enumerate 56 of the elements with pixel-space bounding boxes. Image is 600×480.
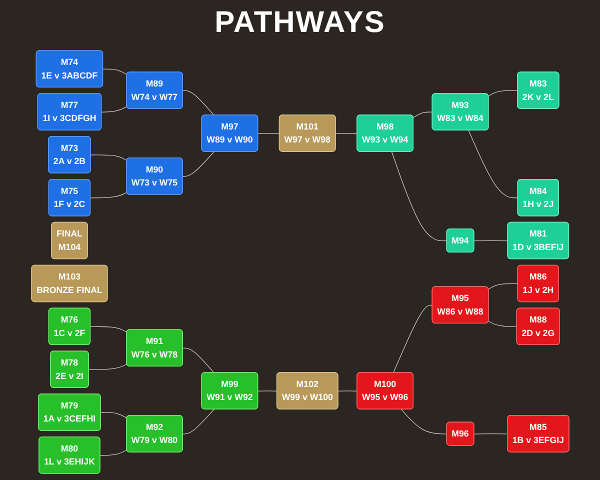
match-box: M88 2D v 2G (516, 308, 560, 345)
bracket-line (102, 68, 127, 75)
bracket-line (338, 390, 358, 392)
bracket-line (488, 283, 518, 290)
bracket-line (182, 90, 214, 116)
bracket-line (90, 154, 127, 161)
match-box: M103 BRONZE FINAL (30, 264, 108, 302)
bracket-line (182, 152, 214, 177)
match-box: M94 (446, 228, 474, 253)
bracket-line (412, 112, 432, 118)
match-box: M74 1E v 3ABCDF (36, 50, 103, 88)
match-box: M85 1B v 3EFGIJ (506, 415, 570, 452)
bracket-line (100, 412, 127, 418)
match-box: M73 2A v 2B (48, 136, 91, 174)
match-box: M100 W95 v W96 (356, 372, 414, 410)
match-box: M76 1C v 2F (48, 308, 90, 345)
bracket-line (88, 364, 127, 370)
match-box: M83 2K v 2L (516, 72, 559, 109)
bracket-line (392, 304, 432, 374)
match-box: M96 (446, 422, 474, 446)
bracket-line (474, 240, 508, 242)
bracket-line (182, 348, 214, 374)
bracket-line (488, 320, 518, 328)
match-box: M92 W79 v W80 (126, 415, 183, 452)
match-box: M77 1I v 3CDFGH (37, 93, 102, 130)
match-box: M75 1F v 2C (48, 179, 90, 216)
match-box: M90 W73 v W75 (126, 158, 183, 195)
bracket-line (182, 409, 214, 434)
match-box: M99 W91 v W92 (200, 372, 258, 410)
bracket-line (258, 390, 278, 392)
match-box: M95 W86 v W88 (432, 286, 488, 324)
match-box: M80 1L v 3EHIJK (38, 436, 100, 474)
bracket-line (335, 133, 358, 134)
bracket-line (90, 326, 127, 332)
title: PATHWAYS (214, 6, 386, 40)
bracket-line (488, 90, 518, 96)
match-box: M89 W74 v W77 (126, 72, 183, 109)
match-box: M97 W89 v W90 (200, 114, 258, 152)
bracket-line (101, 106, 127, 112)
match-box: M93 W83 v W84 (432, 93, 488, 130)
bracket-line (468, 130, 518, 198)
bracket-line (391, 152, 447, 242)
match-box: M86 1J v 2H (517, 264, 559, 302)
bracket-line (100, 450, 127, 456)
bracket-line (400, 409, 447, 434)
match-box: M79 1A v 3CEFHI (38, 394, 101, 431)
match-box: M98 W93 v W94 (356, 114, 414, 152)
match-box: M81 1D v 3BEFIJ (506, 222, 569, 260)
match-box: M84 1H v 2J (517, 179, 559, 216)
match-box: M101 W97 v W98 (278, 114, 336, 152)
bracket-line (90, 192, 127, 198)
match-box: M102 W99 v W100 (276, 372, 338, 410)
match-box: M78 2E v 2I (50, 350, 89, 388)
match-box: M91 W76 v W78 (126, 329, 183, 366)
match-box: FINAL M104 (50, 222, 88, 260)
bracket-line (258, 133, 280, 134)
